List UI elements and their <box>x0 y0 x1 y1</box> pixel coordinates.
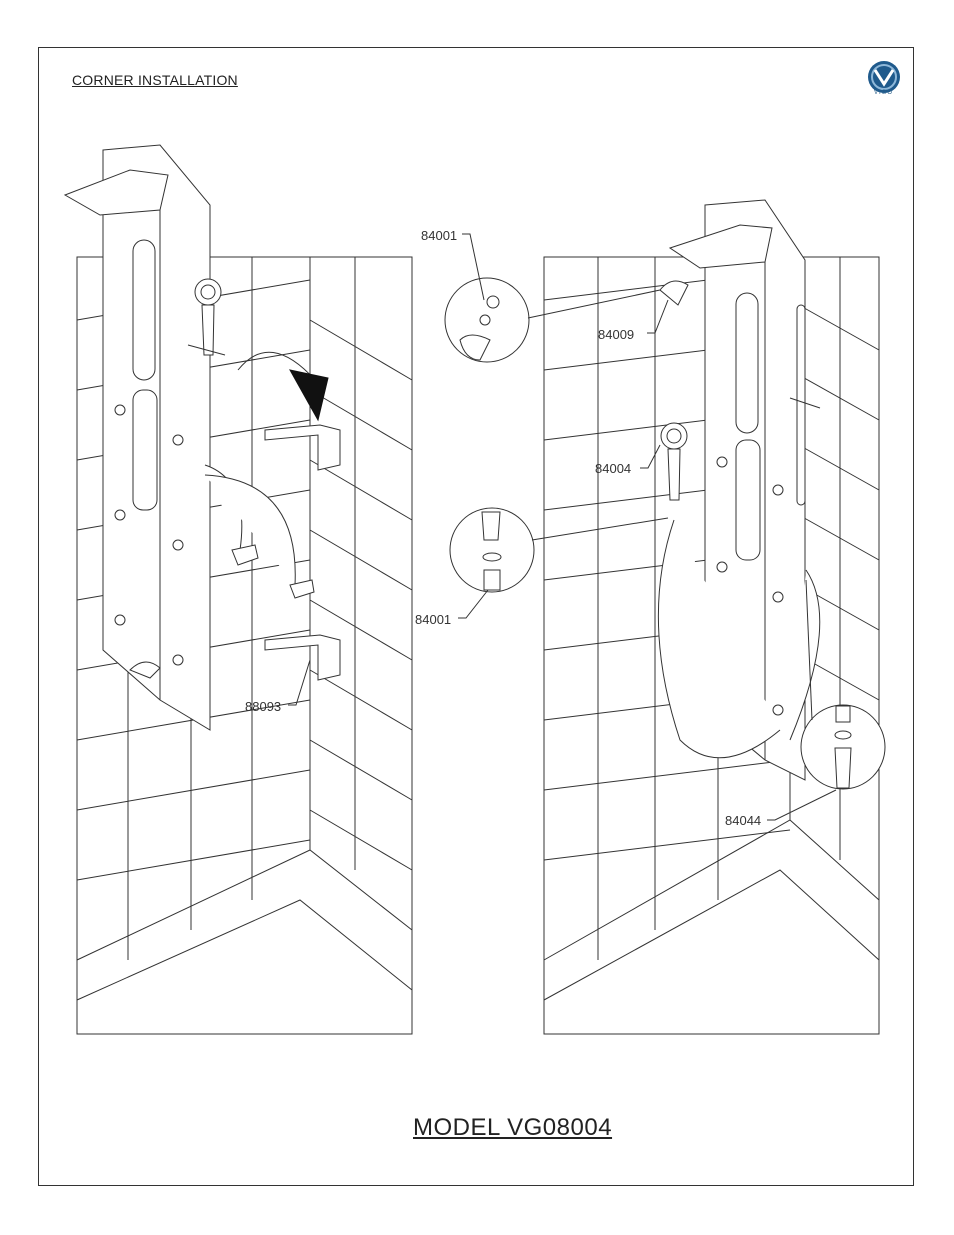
detail-callouts <box>444 277 886 790</box>
part-label-84001-bottom: 84001 <box>415 612 452 627</box>
right-shower-panel <box>657 199 821 781</box>
left-shower-panel <box>63 144 315 731</box>
page-frame <box>38 47 914 1186</box>
rotate-arrow-head <box>289 369 329 422</box>
wall-brackets <box>264 424 341 681</box>
section-heading: CORNER INSTALLATION <box>72 72 238 88</box>
part-label-88093: 88093 <box>245 699 282 714</box>
vigo-logo-icon <box>868 61 900 93</box>
part-label-84001-top: 84001 <box>421 228 458 243</box>
logo-text: VIGO <box>874 90 894 96</box>
model-title: MODEL VG08004 <box>413 1114 613 1141</box>
part-label-84009: 84009 <box>598 327 635 342</box>
leader-lines <box>288 233 837 821</box>
rotate-arrow <box>237 351 316 381</box>
part-label-84004: 84004 <box>595 461 632 476</box>
part-label-84044: 84044 <box>725 813 762 828</box>
